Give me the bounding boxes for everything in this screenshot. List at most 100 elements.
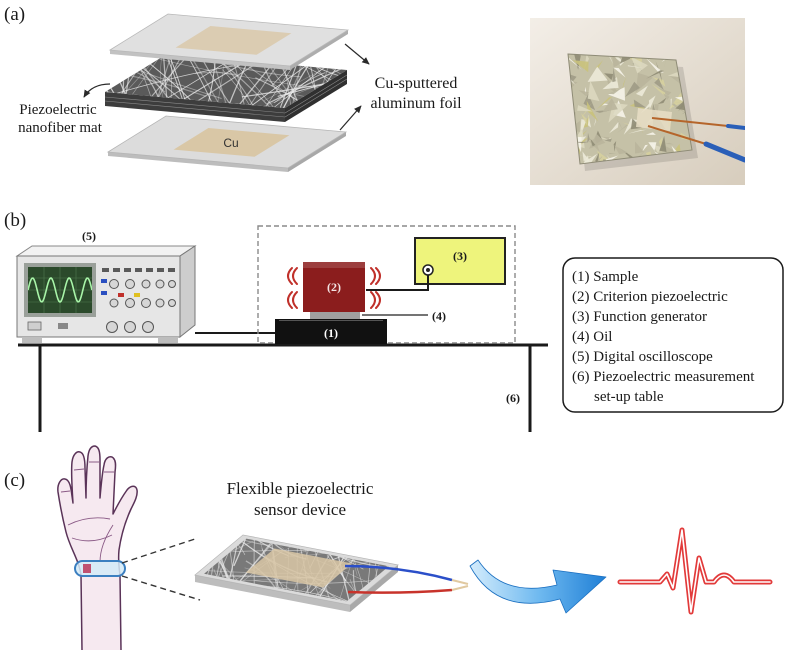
- legend-item-oscilloscope: (5) Digital oscilloscope: [572, 349, 713, 365]
- fiber-strand: [146, 54, 203, 108]
- fiber-strand: [105, 54, 109, 108]
- scope-side-face: [179, 245, 196, 339]
- foil-crinkle-facet: [572, 60, 589, 73]
- sample-body: [275, 319, 387, 344]
- vibration-mark: [287, 291, 298, 309]
- probe-connector: [106, 321, 118, 333]
- foil-crinkle-facet: [587, 66, 608, 82]
- fiber-strand: [247, 54, 337, 108]
- foil-crinkle-facet: [616, 76, 619, 85]
- foil-crinkle-facet: [604, 73, 614, 81]
- control-button: [146, 268, 153, 272]
- control-knob: [125, 279, 135, 289]
- top-foil-callout-arrow: [344, 43, 370, 65]
- legend-item-oil: (4) Oil: [572, 329, 612, 345]
- fiber-strand: [142, 54, 185, 108]
- fiber-strand: [259, 54, 319, 108]
- device-copper-electrode: [245, 548, 353, 588]
- panel-label-a: (a): [4, 4, 25, 25]
- foil-crinkle-facet: [583, 93, 596, 111]
- mat-label-line2: nanofiber mat: [18, 120, 103, 136]
- fiber-strand: [264, 54, 310, 108]
- control-knob: [109, 298, 119, 308]
- foil-crinkle-facet: [578, 90, 589, 97]
- foil-crinkle-facet: [659, 135, 667, 152]
- legend-frame: [562, 257, 784, 413]
- scope-top-face: [15, 245, 197, 257]
- foil-crinkle-facet: [590, 138, 596, 147]
- generator-cable: [366, 275, 429, 291]
- foil-crinkle-facet: [654, 78, 664, 90]
- foil-crinkle-facet: [577, 105, 593, 112]
- legend-item-generator: (3) Function generator: [572, 309, 707, 325]
- copper-label: Cu: [223, 136, 238, 150]
- fiber-strand: [180, 54, 278, 108]
- fiber-strand: [231, 54, 321, 108]
- foil-front-edge: [110, 50, 290, 70]
- fiber-strand: [122, 54, 166, 108]
- foil-crinkle-facet: [587, 132, 590, 143]
- wristband-sensor: [74, 560, 126, 577]
- foil-crinkle-facet: [584, 153, 598, 164]
- fiber-strand: [199, 54, 239, 108]
- marker-oscilloscope: (5): [82, 229, 96, 243]
- flexible-sensor-device: [194, 534, 469, 612]
- foil-crinkle-facet: [602, 103, 611, 106]
- marker-criterion: (2): [327, 280, 341, 294]
- foil-crinkle-facet: [604, 138, 612, 142]
- fiber-strand: [225, 54, 255, 108]
- foil-crinkle-facet: [622, 76, 627, 90]
- channel-button-blue: [101, 291, 107, 295]
- foil-crinkle-facet: [608, 121, 619, 134]
- control-button: [113, 268, 120, 272]
- foil-crinkle-facet: [612, 67, 616, 83]
- usb-port: [58, 323, 68, 329]
- foil-crinkle-facet: [648, 95, 656, 110]
- criterion-top-highlight: [303, 262, 365, 268]
- foil-crinkle-facet: [580, 113, 587, 126]
- foil-crinkle-facet: [641, 144, 648, 153]
- hand-outline: [57, 445, 138, 651]
- fiber-strand: [373, 538, 384, 602]
- signal-trace: [617, 527, 773, 615]
- control-knob: [141, 279, 151, 289]
- foil-crinkle-facet: [602, 98, 618, 112]
- marker-table: (6): [506, 391, 520, 405]
- criterion-body: [303, 262, 365, 312]
- marker-sample: (1): [324, 326, 338, 340]
- bottom-foil: Cu: [106, 115, 348, 172]
- hand-illustration: [57, 445, 138, 651]
- fiber-strand: [233, 538, 251, 567]
- foil-crinkle-facet: [586, 100, 599, 122]
- channel-button-blue: [101, 279, 107, 283]
- fiber-strand: [225, 65, 247, 108]
- device-label-line1: Flexible piezoelectric: [227, 479, 374, 498]
- piezoelectric-signal: [617, 527, 773, 615]
- foil-crinkle-facet: [670, 98, 672, 112]
- device-front-edge: [195, 575, 350, 612]
- fiber-strand: [203, 54, 231, 108]
- marker-oil: (4): [432, 309, 446, 323]
- foil-crinkle-facet: [635, 141, 644, 154]
- foil-crinkle-facet: [617, 119, 623, 130]
- wire-insulation: [726, 124, 745, 130]
- foil-side-edge: [290, 30, 348, 70]
- foil-crinkle-facet: [645, 132, 656, 135]
- foil-crinkle-facet: [613, 67, 626, 78]
- fiber-strand: [149, 54, 198, 108]
- wristband: [74, 560, 126, 577]
- tape-strip: [636, 108, 672, 131]
- control-knob: [155, 279, 165, 289]
- foil-crinkle-facet: [657, 87, 672, 96]
- device-lead-negative: [344, 564, 453, 582]
- wire-insulation: [703, 141, 745, 163]
- mat-label-line1: Piezoelectric: [19, 102, 97, 118]
- foil-crinkle-facet: [627, 65, 644, 69]
- foil-crinkle-facet: [663, 93, 670, 100]
- foil-crinkle-facet: [595, 60, 603, 69]
- legend-item-table-continued: set-up table: [594, 389, 664, 405]
- panel-b: (b) (6) (5): [4, 210, 784, 432]
- foil-front-edge: [108, 152, 288, 172]
- vibration-mark: [287, 267, 298, 285]
